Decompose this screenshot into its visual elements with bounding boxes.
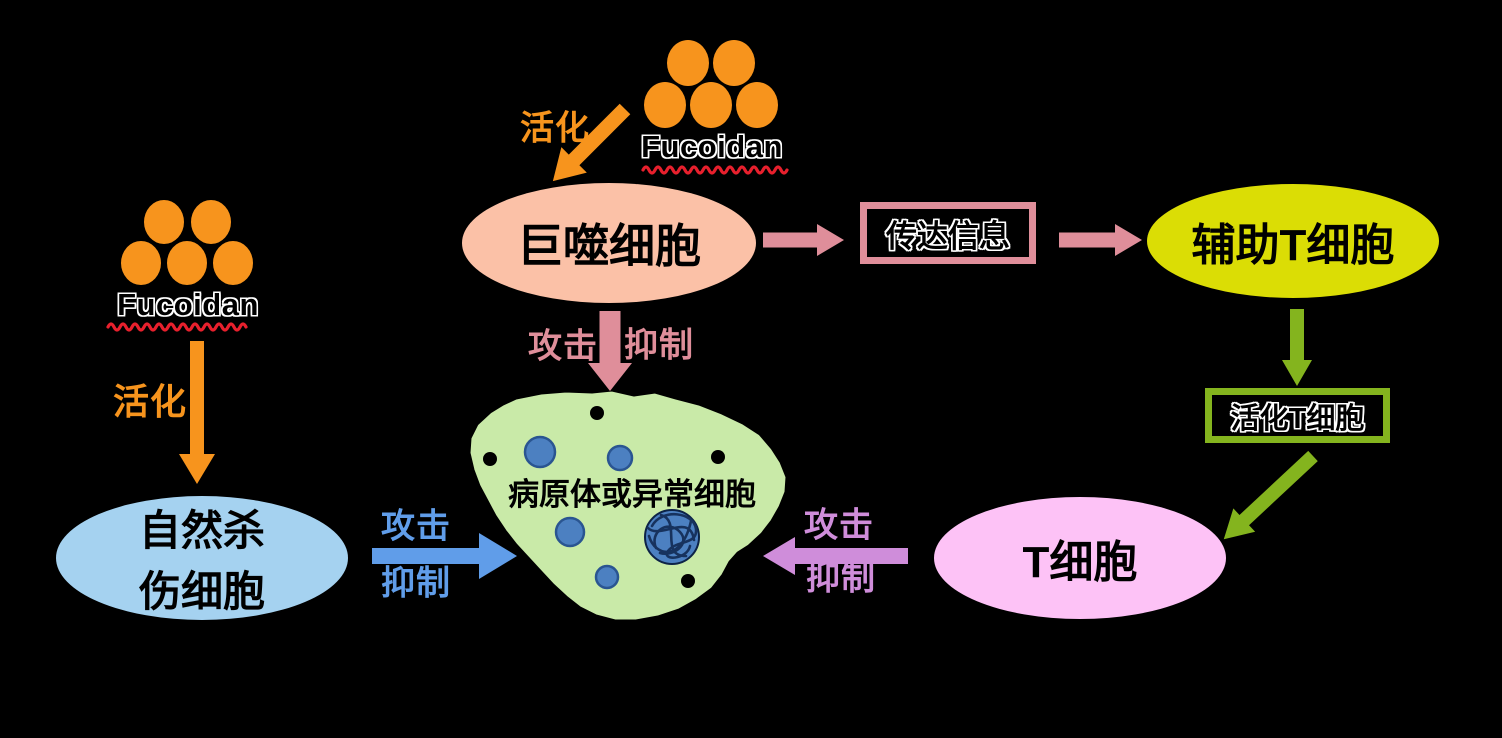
fucoidan-underline-top-wavy (641, 165, 789, 175)
fucoidan-logo-text-left: Fucoidan (117, 286, 259, 322)
virus-tangle-icon (644, 509, 700, 565)
activated-t-cell-label: 活化T细胞 (1230, 402, 1365, 435)
node-t-cell: T细胞 (934, 497, 1226, 619)
macrophage-label: 巨噬细胞 (517, 220, 701, 272)
label-attack-t: 攻击 (804, 506, 874, 545)
label-activate-left: 活化 (112, 381, 188, 423)
fucoidan-molecule-icon-top (644, 40, 778, 128)
pathogen-blue-cells (523, 435, 634, 590)
fucoidan-molecule-icon-left (121, 200, 253, 285)
pathogen-label: 病原体或异常细胞 (508, 476, 756, 512)
nk-cell-label: 自然杀 伤细胞 (138, 507, 265, 615)
pathogen-blob (467, 388, 789, 623)
fucoidan-logo-text-top: Fucoidan (641, 128, 783, 164)
node-macrophage: 巨噬细胞 (462, 183, 756, 303)
label-attack-macrophage: 攻击 (528, 327, 598, 366)
node-message-box: 传达信息 (860, 202, 1036, 264)
label-attack-nk: 攻击 (381, 507, 451, 546)
node-activated-t-cell-box: 活化T细胞 (1205, 388, 1390, 443)
message-label: 传达信息 (886, 218, 1010, 254)
pathogen-black-dots (483, 406, 725, 588)
node-helper-t-cell: 辅助T细胞 (1147, 184, 1439, 298)
label-activate-top: 活化 (520, 109, 590, 148)
label-inhibit-macrophage: 抑制 (624, 326, 694, 365)
t-cell-label: T细胞 (1022, 538, 1138, 587)
helper-t-cell-label: 辅助T细胞 (1191, 221, 1395, 270)
fucoidan-underline-left-wavy (106, 322, 248, 332)
label-inhibit-t: 抑制 (806, 559, 876, 598)
label-inhibit-nk: 抑制 (381, 564, 451, 603)
node-nk-cell: 自然杀 伤细胞 (56, 496, 348, 620)
